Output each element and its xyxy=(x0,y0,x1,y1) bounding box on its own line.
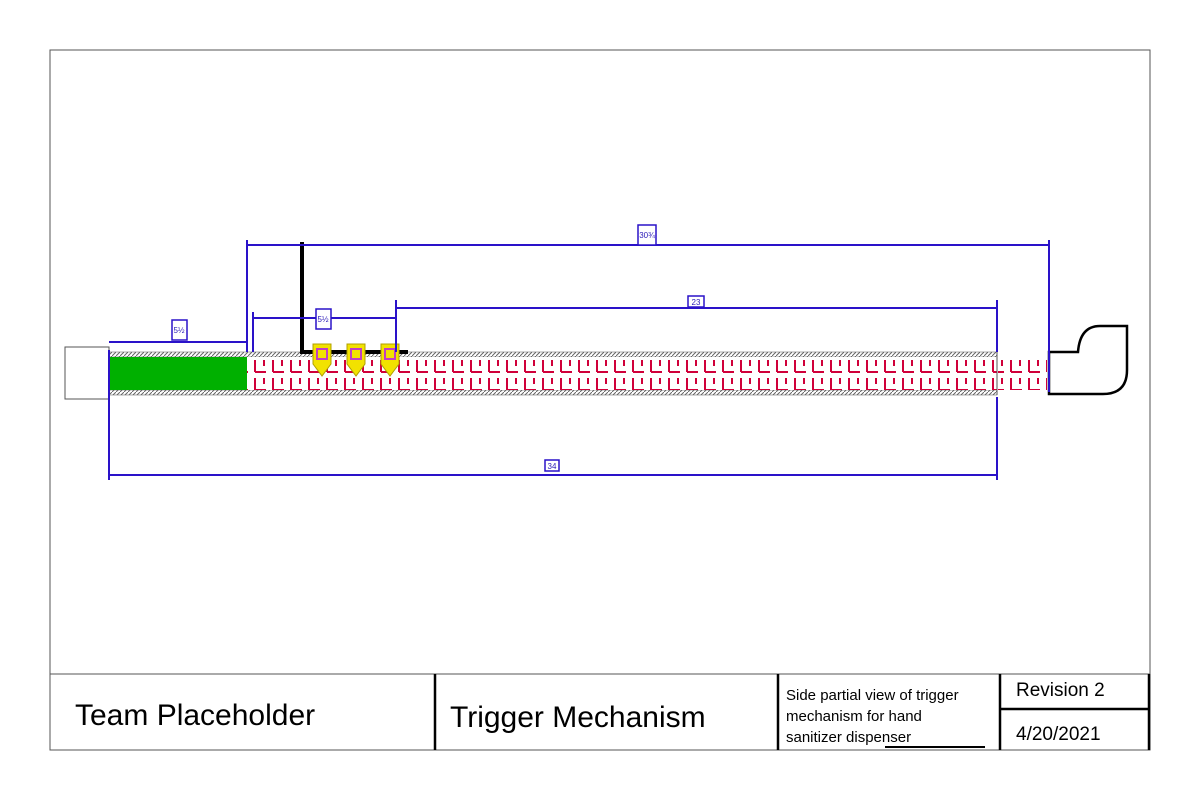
svg-text:23: 23 xyxy=(692,298,701,307)
brick-body xyxy=(247,357,997,390)
sheet-border xyxy=(49,49,1151,751)
dimension-label-overall: 34 xyxy=(544,459,560,472)
description-line-2: mechanism for hand xyxy=(786,708,922,725)
bottom-rail xyxy=(108,389,998,396)
trigger-tooth xyxy=(312,343,332,377)
trigger-teeth xyxy=(312,343,400,377)
dimension-label-upper: 30¾ xyxy=(637,224,657,246)
dimension-label-left: 5½ xyxy=(171,319,188,341)
svg-text:30¾: 30¾ xyxy=(639,231,655,240)
brick-extension xyxy=(998,357,1047,390)
date: 4/20/2021 xyxy=(1016,724,1101,745)
dimension-label-right: 23 xyxy=(687,295,705,308)
top-rail xyxy=(108,351,998,358)
dimension-label-mid: 5½ xyxy=(315,308,332,330)
part-name: Trigger Mechanism xyxy=(450,701,706,734)
left-end-cap xyxy=(64,346,110,400)
l-lever xyxy=(300,242,408,354)
description-line-1: Side partial view of trigger xyxy=(786,687,959,704)
elbow-nozzle xyxy=(1047,324,1129,396)
description-line-3: sanitizer dispenser xyxy=(786,729,911,746)
green-filler-block xyxy=(109,357,247,390)
svg-text:34: 34 xyxy=(548,462,557,471)
svg-text:5½: 5½ xyxy=(173,326,184,335)
trigger-tooth xyxy=(346,343,366,377)
team-name: Team Placeholder xyxy=(75,699,315,732)
revision: Revision 2 xyxy=(1016,680,1105,701)
title-block: Team Placeholder Trigger Mechanism Side … xyxy=(50,673,1151,750)
svg-text:5½: 5½ xyxy=(317,315,328,324)
